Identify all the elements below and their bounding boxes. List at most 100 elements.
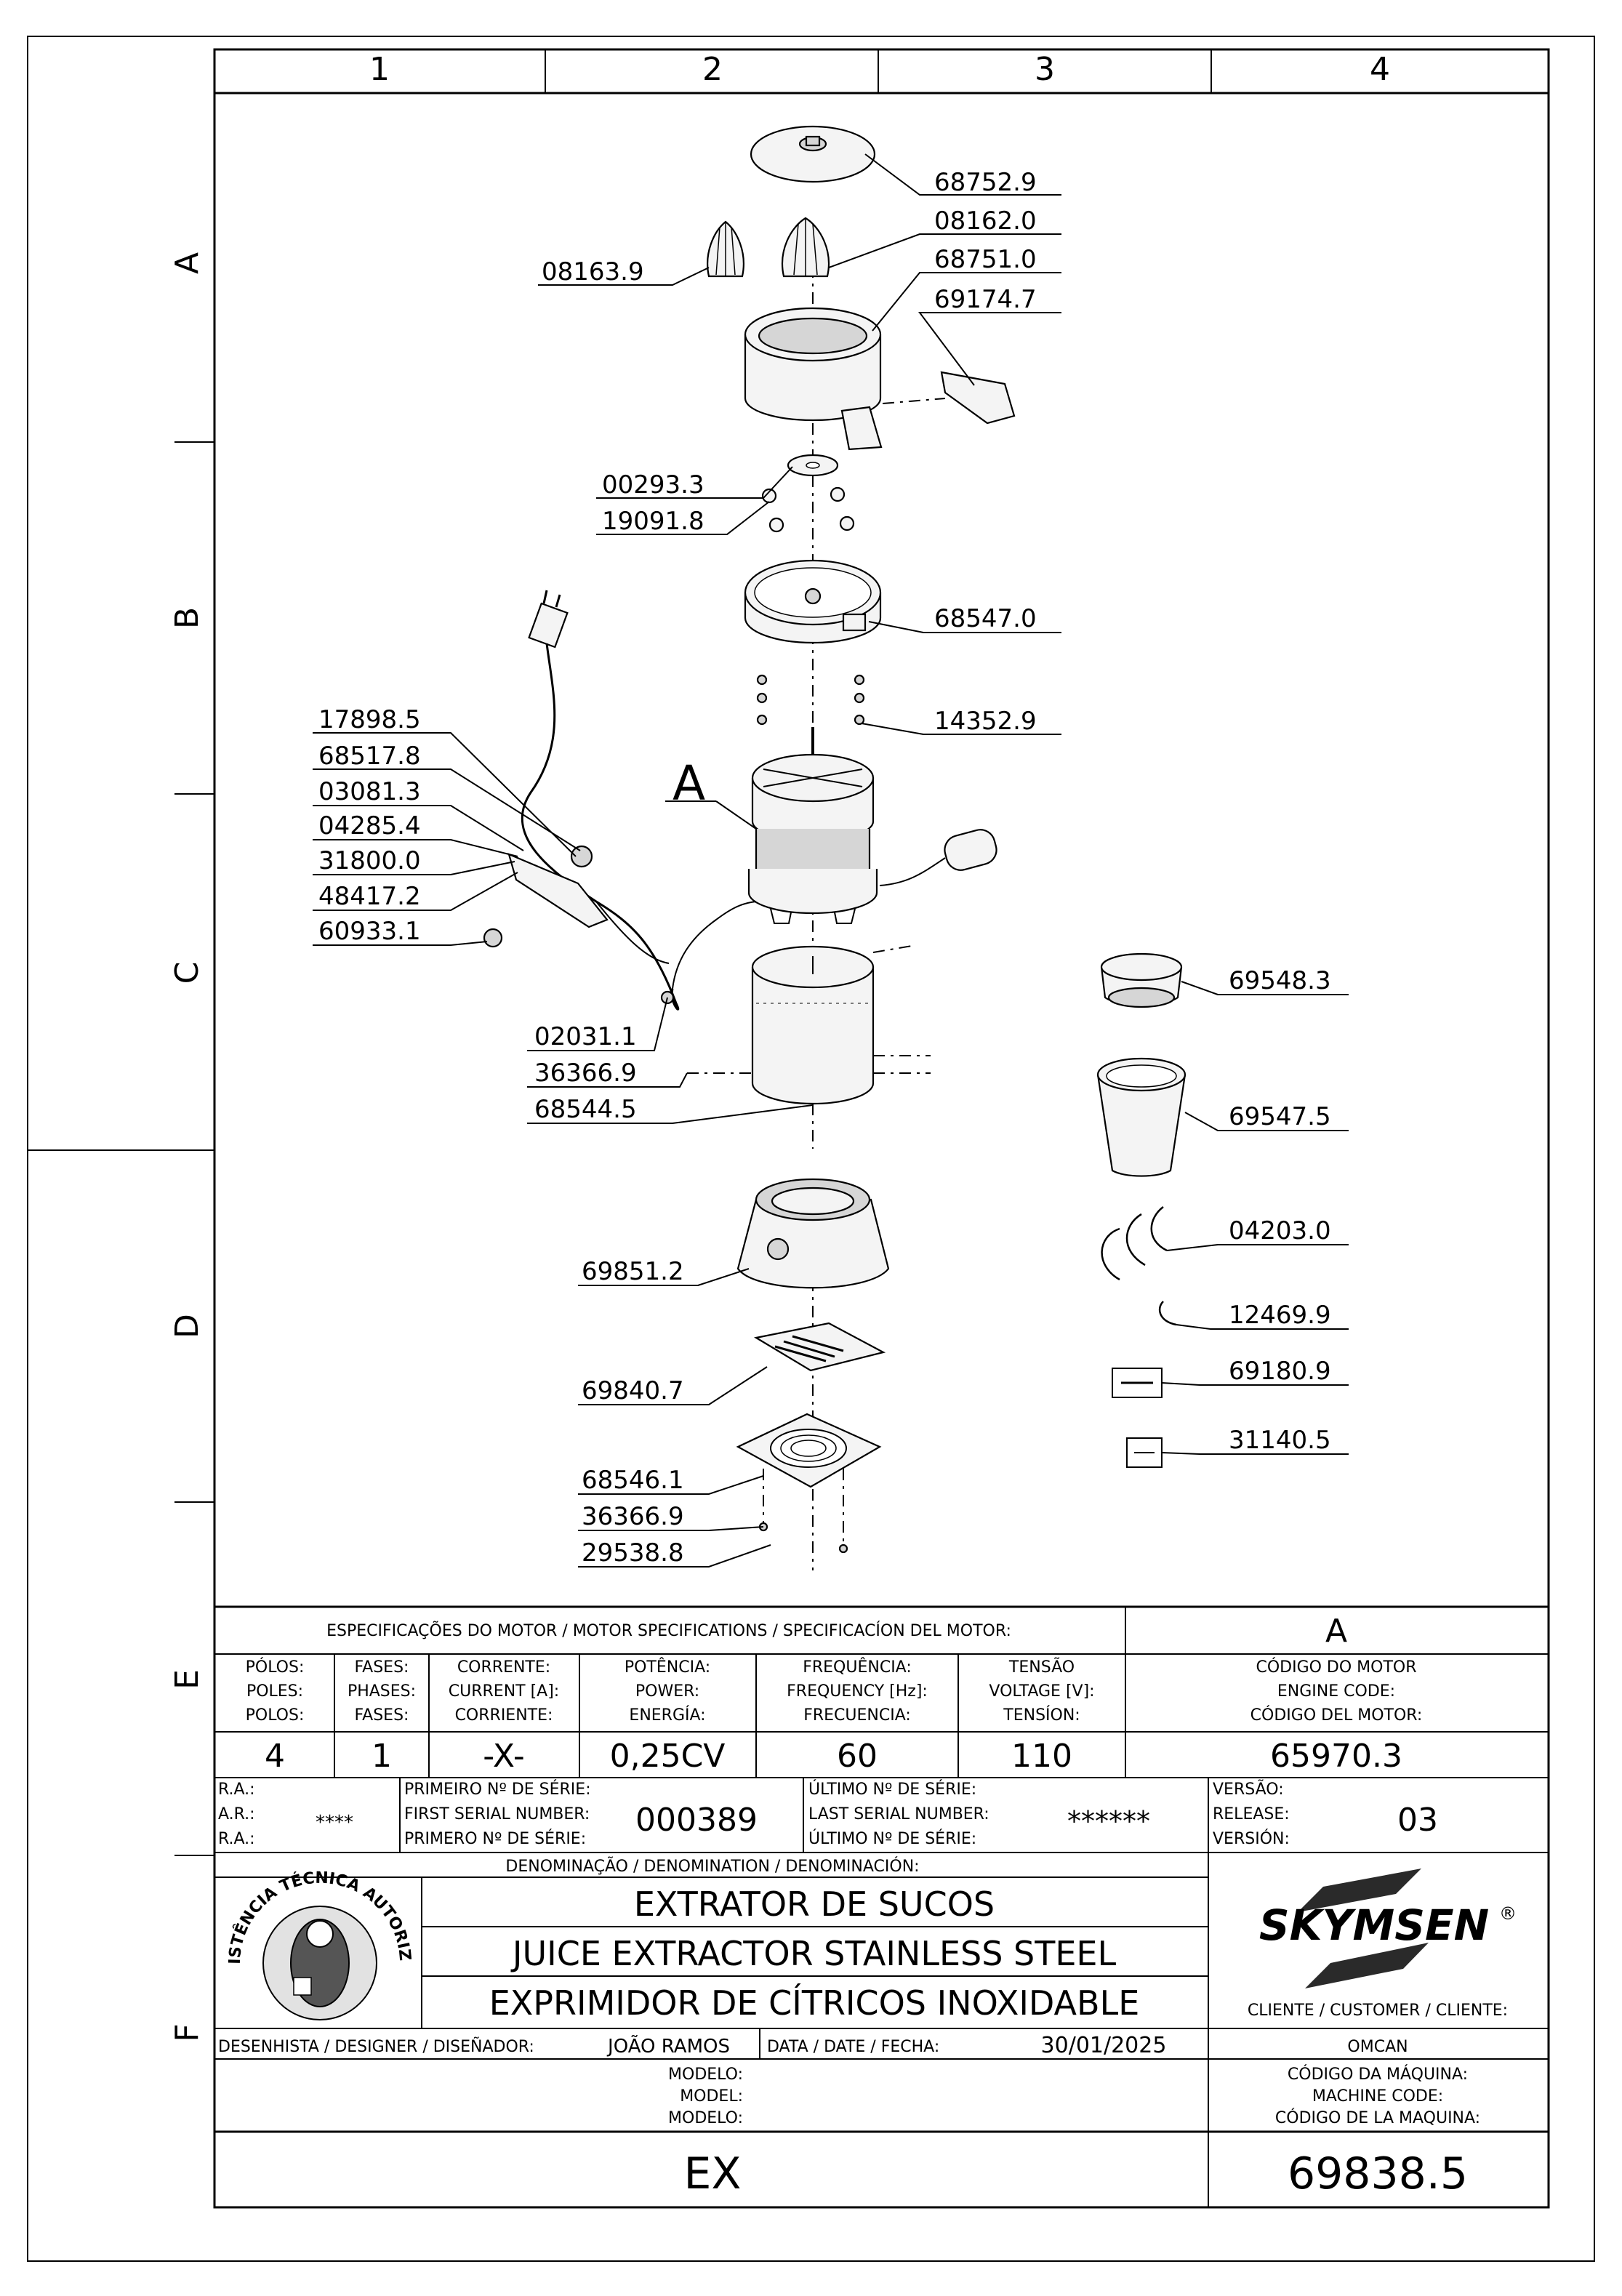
part-number-14352-9: 14352.9 [934,707,1037,736]
first-serial-label-3: PRIMERO Nº DE SÉRIE: [404,1829,586,1848]
part-number-60933-1: 60933.1 [318,917,421,946]
part-number-68546-1: 68546.1 [582,1466,684,1495]
motor-spec-label: POWER: [635,1682,699,1701]
ra-label-2: A.R.: [218,1805,255,1823]
part-number-04285-4: 04285.4 [318,811,421,840]
part-number-36366-9-a: 36366.9 [534,1059,637,1088]
zone-col-3: 3 [1035,51,1055,88]
motor-spec-value: 110 [1011,1738,1072,1775]
motor-spec-table: PÓLOS:POLES:POLOS:4FASES:PHASES:FASES:1C… [246,1657,1423,1775]
part-number-03081-3: 03081.3 [318,777,421,806]
designer-label: DESENHISTA / DESIGNER / DISEÑADOR: [218,2036,534,2056]
screw-parts [756,674,865,726]
last-serial-label-2: LAST SERIAL NUMBER: [808,1805,989,1823]
motor-spec-label: TENSÍON: [1003,1706,1080,1725]
part-number-69180-9: 69180.9 [1229,1357,1331,1386]
motor-spec-label: FRECUENCIA: [803,1706,911,1725]
model-label-2: MODEL: [680,2087,743,2106]
motor-spec-label: PHASES: [348,1682,416,1701]
cord-gland-part [483,845,675,1005]
first-serial-value: 000389 [635,1802,758,1839]
motor-spec-label: FREQUÊNCIA: [803,1658,912,1677]
motor-spec-label: POLOS: [246,1706,305,1725]
motor-spec-value: 1 [372,1738,392,1775]
part-number-08163-9: 08163.9 [542,257,644,286]
washer-part [787,454,839,477]
part-number-04203-0: 04203.0 [1229,1216,1331,1245]
motor-spec-label: CÓDIGO DEL MOTOR: [1250,1706,1423,1725]
part-number-19091-8: 19091.8 [602,507,704,536]
part-number-68544-5: 68544.5 [534,1095,637,1124]
part-number-29538-8: 29538.8 [582,1538,684,1568]
reamer-large [782,217,830,278]
grille-plate-part [753,1322,886,1372]
label-part [1126,1437,1163,1468]
last-serial-value: ****** [1067,1805,1150,1837]
brand-logo: SKYMSEN ® [1259,1868,1517,1988]
part-number-48417-2: 48417.2 [318,882,421,911]
zone-row-D: D [169,1314,206,1338]
motor-spec-label: CORRIENTE: [455,1706,553,1725]
part-number-00293-3: 00293.3 [602,470,704,499]
power-cord-part [521,590,757,1011]
part-number-68752-9: 68752.9 [934,168,1037,197]
designer-value: JOÃO RAMOS [606,2034,730,2058]
part-number-08162-0: 08162.0 [934,206,1037,236]
version-label-2: RELEASE: [1213,1805,1290,1823]
filter-basket-part [1100,952,1183,1008]
machine-code-label-2: MACHINE CODE: [1312,2087,1443,2106]
motor-spec-label: ENGINE CODE: [1277,1682,1395,1701]
zone-row-A: A [169,252,206,274]
part-number-12469-9: 12469.9 [1229,1301,1331,1330]
motor-spec-label: FASES: [355,1706,409,1725]
motor-spec-label: PÓLOS: [246,1658,305,1677]
part-number-69547-5: 69547.5 [1229,1102,1331,1131]
part-number-68517-8: 68517.8 [318,742,421,771]
motor-spec-value: 0,25CV [610,1738,726,1775]
model-label-3: MODELO: [668,2109,743,2127]
part-number-68547-0: 68547.0 [934,604,1037,633]
motor-spec-label: FREQUENCY [Hz]: [787,1682,928,1701]
motor-spec-label: FASES: [355,1658,409,1677]
inner-frame [213,48,1550,2209]
last-serial-label-1: ÚLTIMO Nº DE SÉRIE: [808,1780,976,1799]
zone-row-B: B [169,607,206,629]
motor-assembly [747,727,878,924]
clip-part [1158,1301,1177,1326]
date-value: 30/01/2025 [1041,2033,1167,2058]
last-serial-label-3: ÚLTIMO Nº DE SÉRIE: [808,1829,976,1848]
motor-version-letter: A [1325,1613,1347,1650]
zone-col-4: 4 [1370,51,1390,88]
denomination-pt: EXTRATOR DE SUCOS [634,1884,995,1924]
version-label-1: VERSÃO: [1213,1779,1284,1799]
motor-spec-label: CORRENTE: [457,1658,550,1677]
fan-plate-part [736,1413,882,1554]
motor-spec-header: ESPECIFICAÇÕES DO MOTOR / MOTOR SPECIFIC… [326,1621,1011,1640]
serial-row: R.A.: A.R.: R.A.: **** PRIMEIRO Nº DE SÉ… [218,1779,1438,1848]
denomination-block: DENOMINAÇÃO / DENOMINATION / DENOMINACIÓ… [489,1856,1140,2023]
model-label-1: MODELO: [668,2066,743,2084]
ra-label-3: R.A.: [218,1830,255,1848]
motor-spec-value: 60 [837,1738,878,1775]
part-number-02031-1: 02031.1 [534,1022,637,1051]
part-number-69840-7: 69840.7 [582,1376,684,1405]
denomination-en: JUICE EXTRACTOR STAINLESS STEEL [510,1934,1117,1973]
title-block: ESPECIFICAÇÕES DO MOTOR / MOTOR SPECIFIC… [214,1605,1549,2207]
version-value: 03 [1397,1802,1438,1839]
detail-marker: A [673,755,705,811]
juice-bowl-part [744,307,883,451]
motor-spec-label: POTÊNCIA: [625,1658,710,1677]
client-value: OMCAN [1347,2038,1408,2056]
date-label: DATA / DATE / FECHA: [767,2038,939,2056]
brand-logo-text: SKYMSEN [1259,1900,1489,1950]
zone-col-1: 1 [369,51,390,88]
zone-col-2: 2 [702,51,723,88]
motor-spec-value: -X- [483,1738,525,1775]
spout-cap-part [940,371,1016,425]
zone-row-E: E [169,1669,206,1690]
part-number-36366-9-b: 36366.9 [582,1502,684,1531]
machine-code-label-3: CÓDIGO DE LA MAQUINA: [1275,2108,1480,2127]
part-number-17898-5: 17898.5 [318,705,421,734]
part-callouts: 68752.9 08162.0 08163.9 68751.0 69174.7 … [313,153,1349,1568]
authorized-service-badge: ASSISTÊNCIA TÉCNICA AUTORIZADA [0,0,414,2020]
